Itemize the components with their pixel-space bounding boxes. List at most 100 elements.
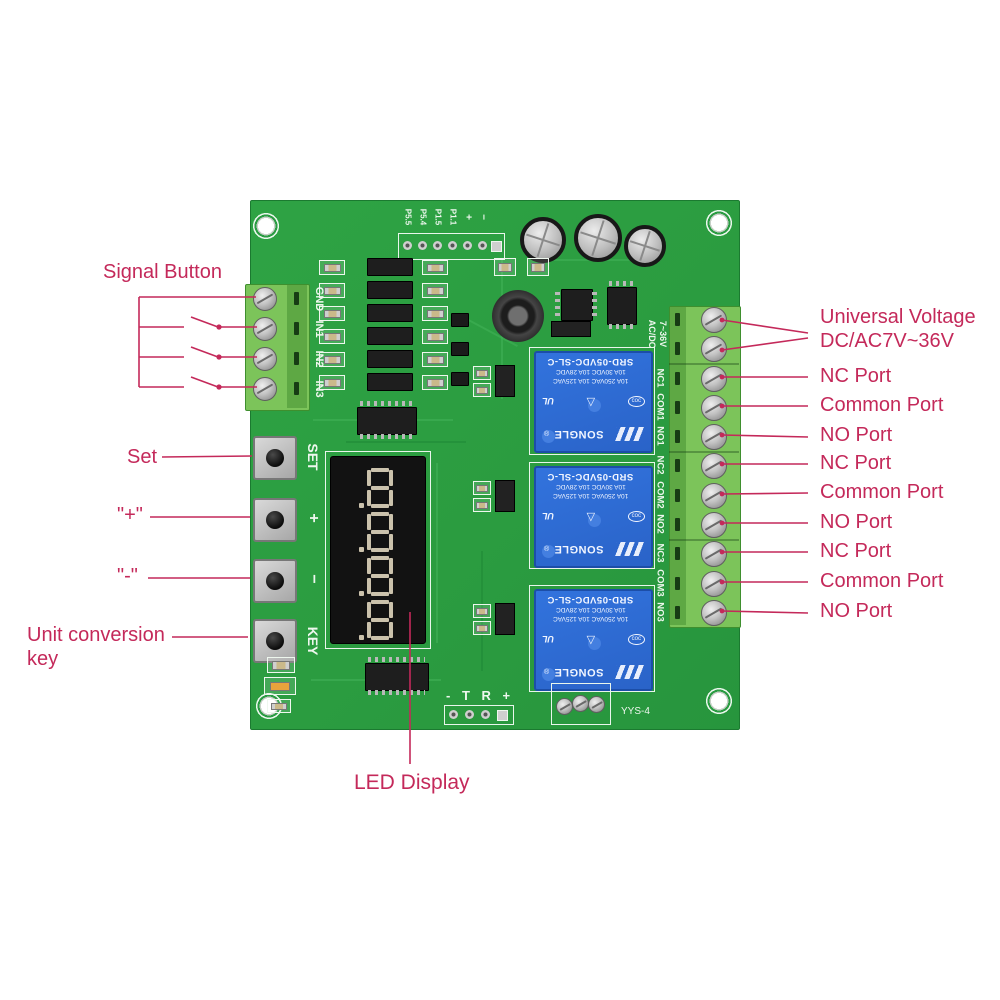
- registered-icon: ®: [544, 430, 550, 438]
- silkscreen-tr-header: - T R +: [446, 688, 515, 703]
- transistor: [451, 313, 469, 327]
- smd-component: [267, 699, 291, 713]
- display-digit: [359, 556, 393, 596]
- screw-com2: [701, 483, 727, 509]
- label-no-port-3: NO Port: [820, 600, 893, 622]
- label-common-port-1: Common Port: [820, 394, 944, 416]
- optocoupler: [367, 258, 413, 276]
- silkscreen-no3: NO3: [654, 602, 666, 622]
- silkscreen-com1: COM1: [654, 393, 666, 421]
- label-led-display: LED Display: [354, 771, 470, 794]
- terminal-seam: [669, 363, 739, 365]
- smd-led: [264, 677, 296, 695]
- triangle-mark-icon: ▽: [586, 510, 596, 523]
- screw-no1: [701, 424, 727, 450]
- smd-component: [267, 657, 295, 673]
- relay-rating-ac: 10A 250VAC 10A 125VAC: [552, 492, 629, 499]
- smd-resistor: [422, 260, 448, 275]
- wire-slot: [675, 342, 680, 355]
- registered-icon: ®: [544, 545, 550, 553]
- relay-brand: SONGLE: [554, 666, 604, 678]
- label-unit-conversion-key: Unit conversion key: [27, 624, 165, 670]
- screw-power-2: [701, 336, 727, 362]
- relay-3: SRD-05VDC-SL-C 10A 30VDC 10A 28VDC 10A 2…: [534, 589, 653, 691]
- plus-button: [249, 498, 301, 542]
- electrolytic-capacitor: [574, 214, 622, 262]
- optocoupler: [367, 304, 413, 322]
- smd-resistor: [473, 498, 491, 512]
- relay-rating-dc: 10A 30VDC 10A 28VDC: [555, 606, 626, 613]
- silkscreen-no1: NO1: [654, 426, 666, 446]
- wire-slot: [675, 606, 680, 619]
- smd-resistor: [319, 375, 345, 390]
- set-button: [249, 436, 301, 480]
- relay-outline: [529, 347, 655, 455]
- label-common-port-2: Common Port: [820, 481, 944, 503]
- triangle-mark-icon: ▽: [586, 633, 596, 646]
- transistor: [451, 342, 469, 356]
- coc-mark-icon: coc: [627, 633, 645, 645]
- ul-mark-icon: UL: [542, 634, 554, 644]
- label-common-port-3: Common Port: [820, 570, 944, 592]
- connector-pin: [588, 696, 605, 713]
- ic-pins: [360, 434, 413, 439]
- terminal-seam: [669, 451, 739, 453]
- silkscreen-model: YYS-4: [621, 706, 650, 717]
- optocoupler: [367, 373, 413, 391]
- ul-mark-icon: UL: [542, 511, 554, 521]
- silkscreen-com3: COM3: [654, 569, 666, 597]
- label-no-port-2: NO Port: [820, 511, 893, 533]
- optocoupler: [367, 281, 413, 299]
- tr-pin: [449, 710, 458, 719]
- connector-pin: [572, 695, 589, 712]
- silkscreen-minus: −: [477, 214, 489, 220]
- smd-resistor: [473, 383, 491, 397]
- terminal-screw-in3: [253, 377, 277, 401]
- relay-model: SRD-05VDC-SL-C: [547, 356, 634, 367]
- silkscreen-nc1: NC1: [654, 368, 666, 388]
- screw-com3: [701, 571, 727, 597]
- smd-resistor: [319, 329, 345, 344]
- display-driver-ic: [365, 663, 429, 691]
- screw-com1: [701, 395, 727, 421]
- screw-nc2: [701, 453, 727, 479]
- ic-pins: [360, 401, 413, 406]
- screw-nc1: [701, 366, 727, 392]
- header-pin: [478, 241, 487, 250]
- tr-header-box: [444, 705, 514, 725]
- silkscreen-com2: COM2: [654, 481, 666, 509]
- regulator-ic: [561, 289, 593, 321]
- relay-transistor: [495, 480, 515, 512]
- label-signal-button: Signal Button: [103, 261, 222, 283]
- mounting-hole: [251, 211, 281, 241]
- label-universal-voltage-line1: Universal Voltage: [820, 306, 976, 328]
- coc-mark-icon: coc: [627, 510, 645, 522]
- tr-pin: [465, 710, 474, 719]
- silkscreen-nc2: NC2: [654, 455, 666, 475]
- silkscreen-p1-1: P1.1: [448, 208, 458, 226]
- optocoupler: [367, 350, 413, 368]
- header-pin: [403, 241, 412, 250]
- wire-slot: [675, 430, 680, 443]
- electrolytic-capacitor: [520, 217, 566, 263]
- tr-pin: [481, 710, 490, 719]
- relay-1: SRD-05VDC-SL-C 10A 30VDC 10A 28VDC 10A 2…: [534, 351, 653, 453]
- smd-resistor: [422, 283, 448, 298]
- diode: [551, 321, 591, 337]
- relay-rating-ac: 10A 250VAC 10A 125VAC: [552, 615, 629, 622]
- relay-rating-ac: 10A 250VAC 10A 125VAC: [552, 377, 629, 384]
- connector-outline: [551, 683, 611, 725]
- wire-slot: [675, 401, 680, 414]
- optocoupler: [367, 327, 413, 345]
- mounting-hole: [704, 208, 734, 238]
- silkscreen-plus: +: [462, 214, 474, 220]
- wire-slot: [675, 489, 680, 502]
- screw-no2: [701, 512, 727, 538]
- wire-slot: [294, 352, 299, 365]
- silkscreen-btn-plus: +: [305, 513, 322, 523]
- relay-outline: [529, 585, 655, 692]
- wire-slot: [294, 322, 299, 335]
- smd-resistor: [319, 352, 345, 367]
- driver-ic: [357, 407, 417, 435]
